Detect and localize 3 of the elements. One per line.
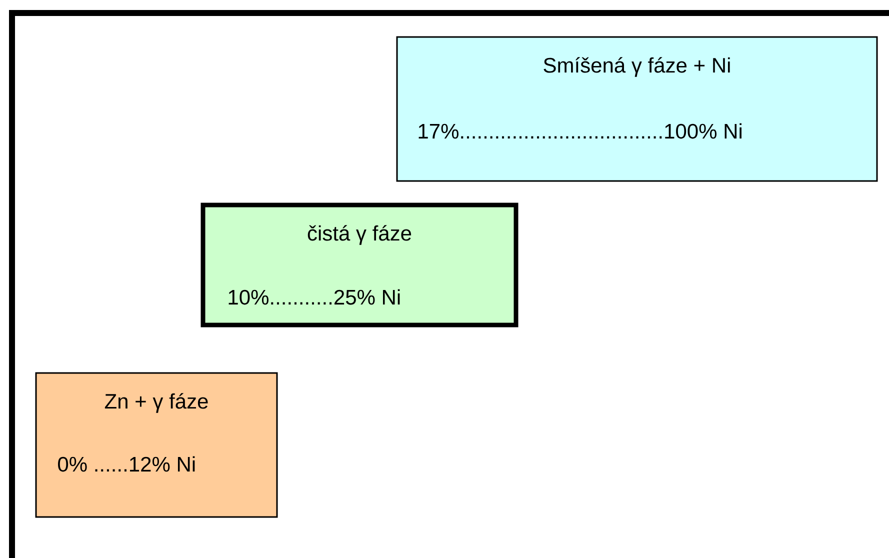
phase-box: Zn + γ fáze 0% ......12% Ni bbox=[35, 372, 278, 518]
phase-box: Smíšená γ fáze + Ni 17%...................................100% Ni bbox=[396, 36, 878, 182]
phase-box: čistá γ fáze 10%...........25% Ni bbox=[200, 202, 518, 328]
